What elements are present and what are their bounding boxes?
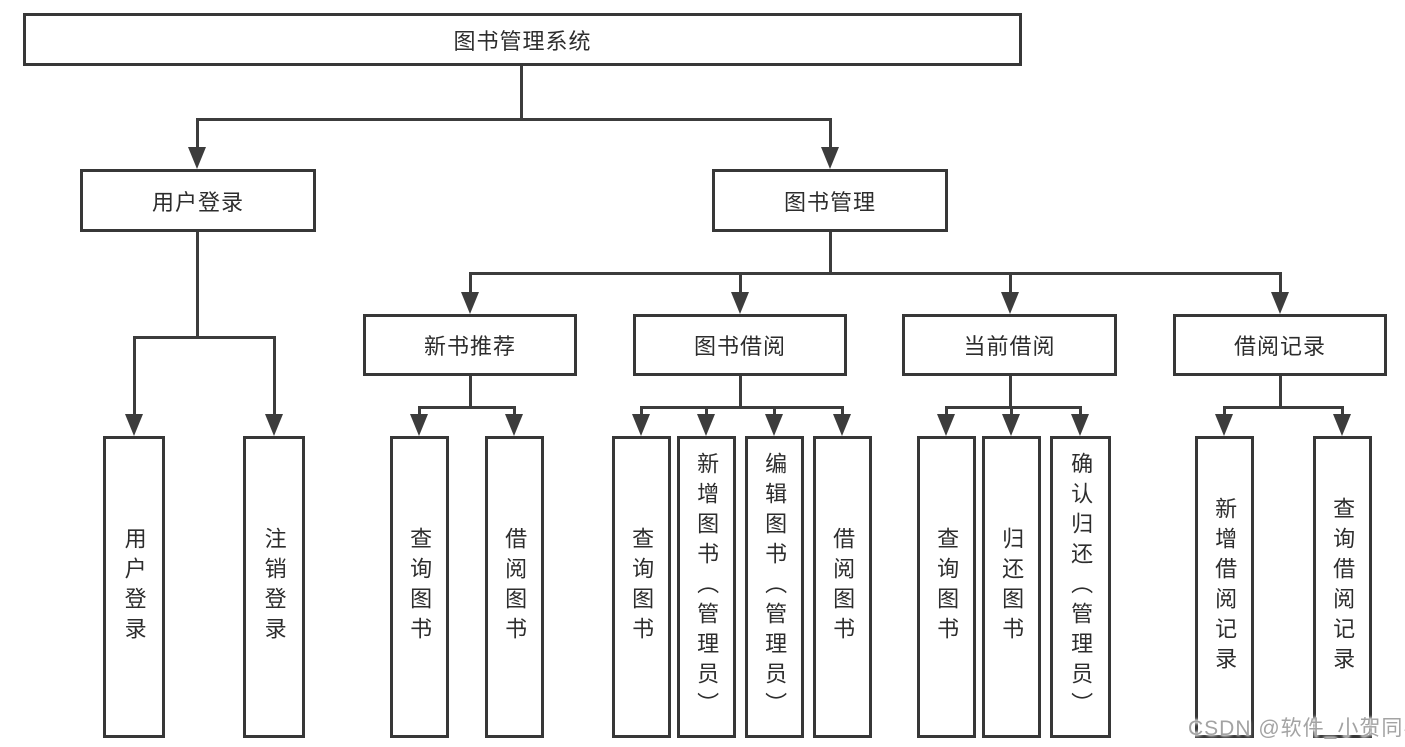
leaf-logout: 注销登录: [243, 436, 305, 738]
connector-line: [640, 406, 643, 417]
arrowhead-icon: [410, 414, 428, 436]
node-book-borrowing: 图书借阅: [633, 314, 847, 376]
arrowhead-icon: [188, 147, 206, 169]
connector-line: [773, 406, 776, 417]
connector-line: [1009, 272, 1012, 295]
arrowhead-icon: [505, 414, 523, 436]
leaf-label: 查询图书: [629, 527, 655, 647]
connector-line: [1079, 406, 1082, 417]
node-borrowing-records: 借阅记录: [1173, 314, 1387, 376]
arrowhead-icon: [1333, 414, 1351, 436]
connector-line: [273, 336, 276, 417]
node-label: 新书推荐: [423, 334, 516, 359]
arrowhead-icon: [731, 292, 749, 314]
connector-line: [945, 406, 948, 417]
leaf-borrow-books-borrowing: 借阅图书: [813, 436, 872, 738]
leaf-label: 用户登录: [121, 527, 147, 647]
connector-line: [640, 406, 844, 409]
connector-line: [196, 232, 199, 339]
connector-line: [418, 406, 421, 417]
connector-line: [739, 376, 742, 409]
connector-line: [1223, 406, 1344, 409]
node-label: 图书借阅: [693, 334, 786, 359]
leaf-label: 确认归还（管理员）: [1068, 452, 1094, 722]
node-current-borrowing: 当前借阅: [902, 314, 1117, 376]
leaf-edit-books-admin: 编辑图书（管理员）: [745, 436, 804, 738]
connector-line: [1010, 406, 1013, 417]
connector-line: [469, 272, 472, 295]
arrowhead-icon: [1215, 414, 1233, 436]
connector-line: [1341, 406, 1344, 417]
connector-line: [469, 272, 1282, 275]
csdn-watermark: CSDN @软件_小贺同学: [1188, 717, 1405, 740]
leaf-label: 归还图书: [999, 527, 1025, 647]
node-new-book-recommend: 新书推荐: [363, 314, 577, 376]
node-label: 用户登录: [151, 189, 244, 215]
arrowhead-icon: [1271, 292, 1289, 314]
leaf-confirm-return-admin: 确认归还（管理员）: [1050, 436, 1111, 738]
connector-line: [945, 406, 1082, 409]
leaf-add-borrow-record: 新增借阅记录: [1195, 436, 1254, 738]
arrowhead-icon: [937, 414, 955, 436]
connector-line: [196, 118, 832, 121]
connector-line: [469, 376, 472, 409]
leaf-label: 新增借阅记录: [1212, 497, 1238, 677]
arrowhead-icon: [1002, 414, 1020, 436]
leaf-add-books-admin: 新增图书（管理员）: [677, 436, 736, 738]
connector-line: [1279, 272, 1282, 295]
connector-line: [829, 118, 832, 150]
arrowhead-icon: [632, 414, 650, 436]
leaf-label: 借阅图书: [830, 527, 856, 647]
leaf-label: 编辑图书（管理员）: [762, 452, 788, 722]
node-label: 图书管理: [783, 189, 876, 215]
arrowhead-icon: [265, 414, 283, 436]
arrowhead-icon: [765, 414, 783, 436]
leaf-label: 新增图书（管理员）: [694, 452, 720, 722]
connector-line: [133, 336, 136, 417]
leaf-label: 查询图书: [934, 527, 960, 647]
connector-line: [418, 406, 516, 409]
connector-line: [520, 64, 523, 120]
connector-line: [133, 336, 276, 339]
arrowhead-icon: [1001, 292, 1019, 314]
leaf-query-books-current: 查询图书: [917, 436, 976, 738]
node-user-login: 用户登录: [80, 169, 316, 232]
connector-line: [705, 406, 708, 417]
arrowhead-icon: [461, 292, 479, 314]
connector-line: [1279, 376, 1282, 409]
arrowhead-icon: [1071, 414, 1089, 436]
leaf-label: 注销登录: [261, 527, 287, 647]
connector-line: [513, 406, 516, 417]
arrowhead-icon: [697, 414, 715, 436]
connector-line: [829, 232, 832, 275]
arrowhead-icon: [833, 414, 851, 436]
leaf-label: 借阅图书: [502, 527, 528, 647]
leaf-query-borrow-record: 查询借阅记录: [1313, 436, 1372, 738]
leaf-query-books-recommend: 查询图书: [390, 436, 449, 738]
connector-line: [739, 272, 742, 295]
connector-line: [196, 118, 199, 150]
node-label: 图书管理系统: [453, 28, 592, 54]
connector-line: [1223, 406, 1226, 417]
leaf-borrow-books-recommend: 借阅图书: [485, 436, 544, 738]
arrowhead-icon: [125, 414, 143, 436]
leaf-return-books: 归还图书: [982, 436, 1041, 738]
node-book-management-system: 图书管理系统: [23, 13, 1022, 66]
node-book-management: 图书管理: [712, 169, 948, 232]
connector-line: [1009, 376, 1012, 409]
connector-line: [841, 406, 844, 417]
leaf-user-login: 用户登录: [103, 436, 165, 738]
leaf-label: 查询借阅记录: [1330, 497, 1356, 677]
node-label: 当前借阅: [963, 334, 1056, 359]
leaf-query-books-borrowing: 查询图书: [612, 436, 671, 738]
leaf-label: 查询图书: [407, 527, 433, 647]
node-label: 借阅记录: [1233, 334, 1326, 359]
arrowhead-icon: [821, 147, 839, 169]
